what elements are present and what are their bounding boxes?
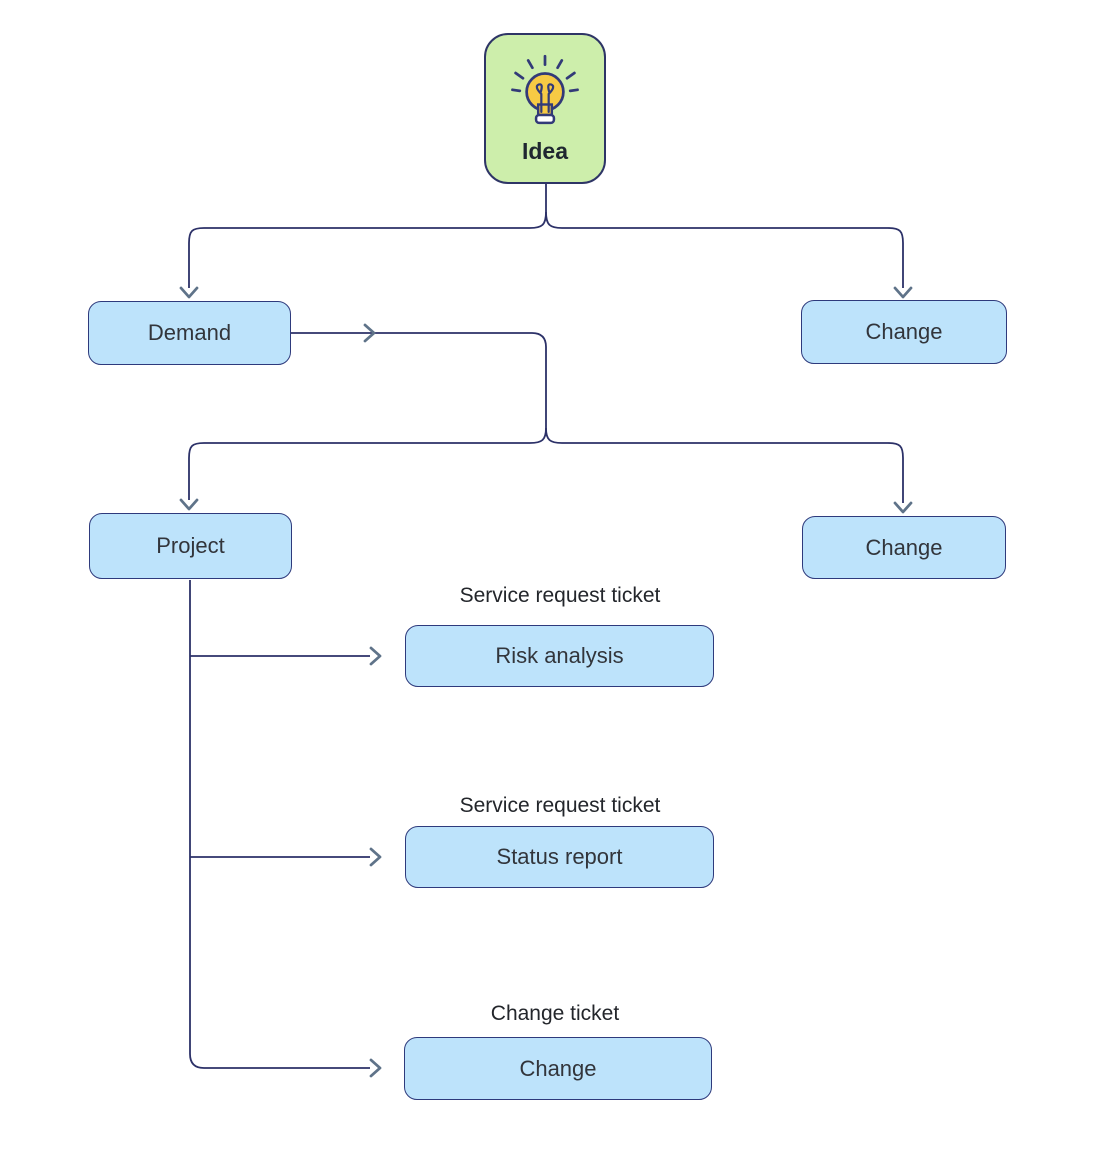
node-label: Risk analysis	[495, 643, 624, 668]
edge-project-spine	[189, 580, 370, 1069]
node-label: Change	[865, 534, 943, 560]
arrowhead-change2	[893, 501, 913, 514]
node-change-2: Change	[802, 516, 1006, 579]
arrowhead-demand-line	[363, 323, 376, 343]
node-label: Change	[865, 319, 943, 344]
node-label: Change	[519, 1055, 597, 1081]
arrowhead-change3	[369, 1058, 382, 1078]
node-label: Demand	[147, 320, 232, 345]
lightbulb-icon	[511, 54, 579, 125]
node-label: Project	[156, 533, 225, 558]
edge-fork2-to-change2	[545, 427, 904, 503]
arrowhead-project	[179, 498, 199, 511]
node-status-report: Status report	[405, 826, 714, 888]
arrowhead-change1	[893, 286, 913, 299]
edge-idea-to-change1	[545, 211, 904, 288]
node-risk-analysis: Risk analysis	[405, 625, 714, 687]
node-idea: Idea	[484, 33, 606, 184]
node-change-1: Change	[801, 300, 1007, 364]
edge-demand-down	[291, 332, 547, 428]
node-label: Idea	[521, 138, 569, 164]
arrowhead-risk	[369, 646, 382, 666]
node-project: Project	[89, 513, 292, 579]
caption-service-request-1: Service request ticket	[459, 584, 661, 607]
node-label: Status report	[496, 844, 623, 869]
node-change-3: Change	[404, 1037, 712, 1100]
edge-idea-to-demand	[188, 211, 547, 288]
edge-fork2-to-project	[188, 427, 547, 500]
node-demand: Demand	[88, 301, 291, 365]
arrowhead-status	[369, 847, 382, 867]
caption-change-ticket: Change ticket	[490, 1002, 620, 1025]
arrowhead-demand	[179, 286, 199, 299]
caption-service-request-2: Service request ticket	[459, 794, 661, 817]
